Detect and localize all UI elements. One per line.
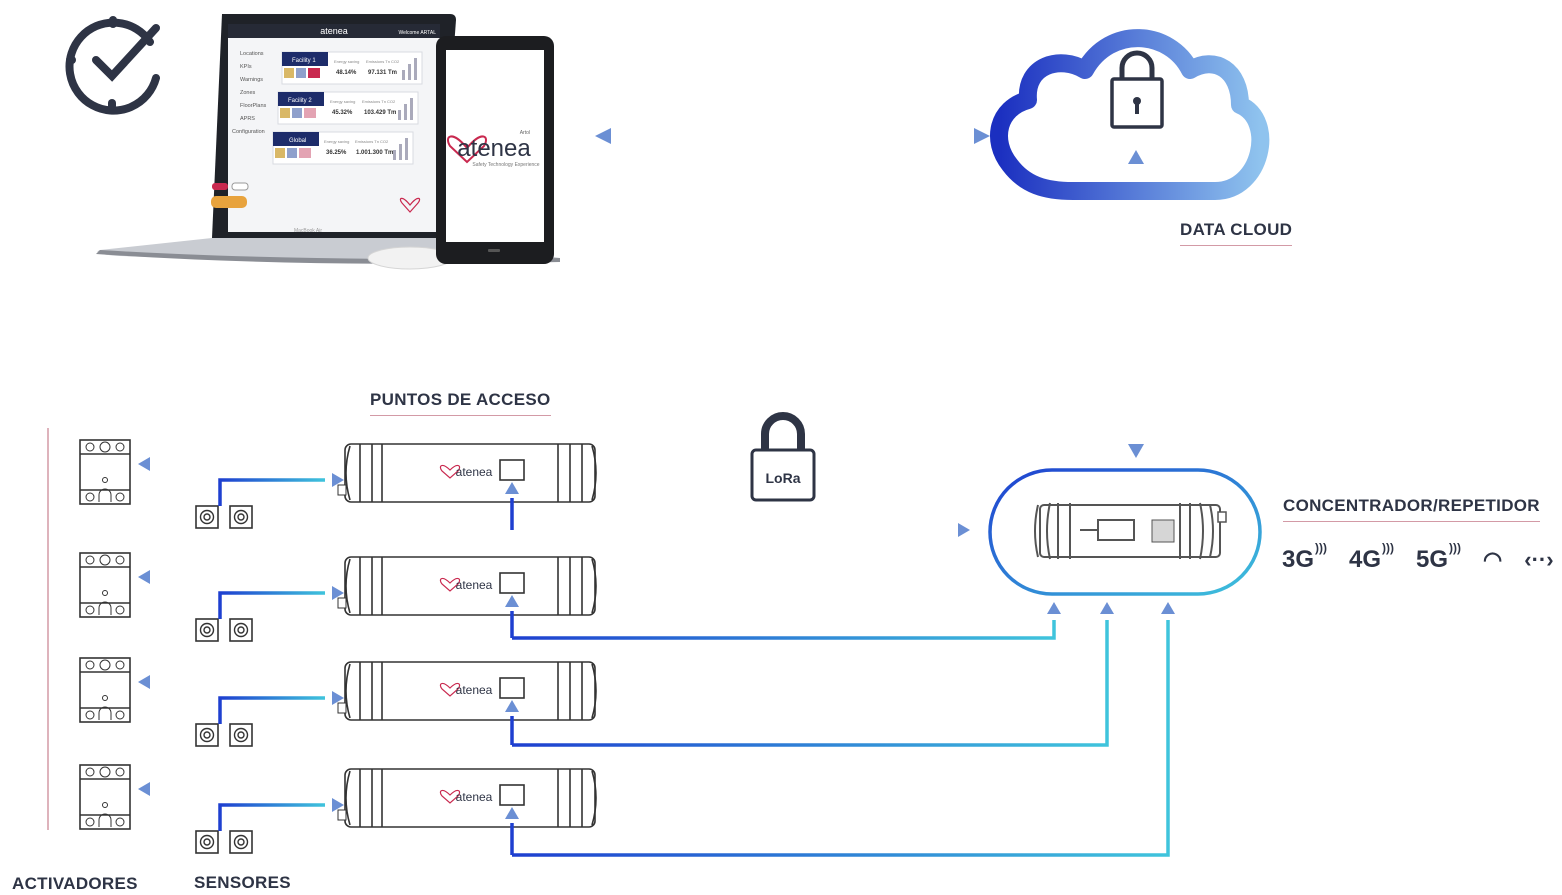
concentrator-link	[505, 602, 1175, 857]
svg-text:Emissions Tn CO2: Emissions Tn CO2	[355, 139, 389, 144]
access-point-row: atenea	[79, 439, 970, 537]
access-point-row: atenea	[79, 602, 1114, 747]
puntos-de-acceso-label: PUNTOS DE ACCESO	[370, 390, 551, 416]
sensor-device	[195, 830, 219, 854]
access-point-row: atenea	[79, 602, 1175, 857]
laptop-model: MacBook Air	[294, 228, 322, 234]
network-4g: 4G)))	[1349, 541, 1395, 573]
activator-device	[79, 657, 131, 723]
menu-item: KPIs	[240, 64, 252, 70]
laptop-brand: atenea	[320, 26, 348, 36]
svg-text:Emissions Tn CO2: Emissions Tn CO2	[366, 59, 400, 64]
access-point-brand: atenea	[456, 790, 493, 804]
menu-item: Configuration	[232, 129, 265, 135]
access-point-brand: atenea	[456, 683, 493, 697]
facility-emissions: 97.131 Tm	[368, 70, 397, 76]
facility-card: Facility 1 Energy saving Emissions Tn CO…	[281, 51, 423, 85]
activator-device	[79, 764, 131, 830]
local-links	[138, 570, 344, 619]
lora-lock-icon: LoRa	[750, 412, 816, 502]
access-point-device: atenea	[337, 768, 597, 828]
facility-card: Global Energy saving Emissions Tn CO2 36…	[272, 131, 414, 165]
sensor-device	[229, 618, 253, 642]
access-point-brand: atenea	[456, 465, 493, 479]
svg-text:Emissions Tn CO2: Emissions Tn CO2	[362, 99, 396, 104]
facility-emissions: 1.001.300 Tm	[356, 150, 393, 156]
concentrator-device	[988, 468, 1262, 596]
signal-icon: )))	[1315, 541, 1328, 555]
tablet-device: atenea Artol Safety Technology Experienc…	[436, 36, 554, 264]
network-5g: 5G)))	[1416, 541, 1462, 573]
lock-icon	[1110, 50, 1164, 129]
menu-item: Locations	[240, 51, 264, 57]
laptop-welcome: Welcome ARTAL	[398, 30, 436, 36]
access-point-device: atenea	[337, 661, 597, 721]
local-links	[138, 457, 344, 506]
sensor-device	[229, 723, 253, 747]
facility-energy: 36.25%	[326, 150, 347, 156]
clock-check-icon	[65, 16, 160, 115]
concentrator-link	[505, 482, 970, 537]
menu-item: Warnings	[240, 77, 263, 83]
tablet-tagline: Safety Technology Experience	[472, 162, 539, 168]
sensores-label: SENSORES	[194, 873, 291, 892]
local-links	[138, 675, 344, 724]
svg-text:Energy saving: Energy saving	[324, 139, 349, 144]
network-types: 3G))) 4G))) 5G))) ◠ ‹··›	[1282, 541, 1554, 574]
cloud-concentrator-link	[1128, 150, 1144, 458]
svg-text:Energy saving: Energy saving	[334, 59, 359, 64]
access-point-row: atenea	[79, 552, 1061, 642]
menu-item: Zones	[240, 90, 256, 96]
activadores-label: ACTIVADORES	[12, 874, 138, 893]
concentrator-link	[505, 595, 1061, 640]
network-3g: 3G)))	[1282, 541, 1328, 573]
sensor-device	[195, 505, 219, 529]
svg-text:Artol: Artol	[520, 130, 530, 136]
facility-name: Facility 1	[292, 58, 316, 64]
activator-device	[79, 439, 131, 505]
signal-icon: )))	[1449, 541, 1462, 555]
facility-name: Global	[289, 138, 306, 144]
menu-item: APRS	[240, 116, 255, 122]
access-point-device: atenea	[337, 443, 597, 503]
signal-icon: )))	[1382, 541, 1395, 555]
laptop-cloud-link	[595, 128, 990, 144]
menu-item: FloorPlans	[240, 103, 267, 109]
facility-energy: 45.32%	[332, 110, 353, 116]
wifi-icon: ◠	[1483, 547, 1503, 572]
facility-emissions: 103.429 Tm	[364, 110, 396, 116]
concentrador-label: CONCENTRADOR/REPETIDOR	[1283, 496, 1540, 522]
data-cloud-label: DATA CLOUD	[1180, 220, 1293, 246]
concentrator-link	[505, 602, 1114, 747]
activator-device	[79, 552, 131, 618]
sensor-device	[195, 723, 219, 747]
facility-energy: 48.14%	[336, 70, 357, 76]
svg-text:Energy saving: Energy saving	[330, 99, 355, 104]
facility-card: Facility 2 Energy saving Emissions Tn CO…	[277, 91, 419, 125]
access-point-brand: atenea	[456, 578, 493, 592]
access-point-device: atenea	[337, 556, 597, 616]
sensor-device	[195, 618, 219, 642]
sensor-device	[229, 830, 253, 854]
lora-label: LoRa	[766, 470, 801, 486]
bidirectional-icon: ‹··›	[1524, 547, 1554, 572]
sensor-device	[229, 505, 253, 529]
facility-name: Facility 2	[288, 98, 312, 104]
local-links	[138, 782, 344, 831]
tablet-brand: atenea	[457, 135, 531, 162]
